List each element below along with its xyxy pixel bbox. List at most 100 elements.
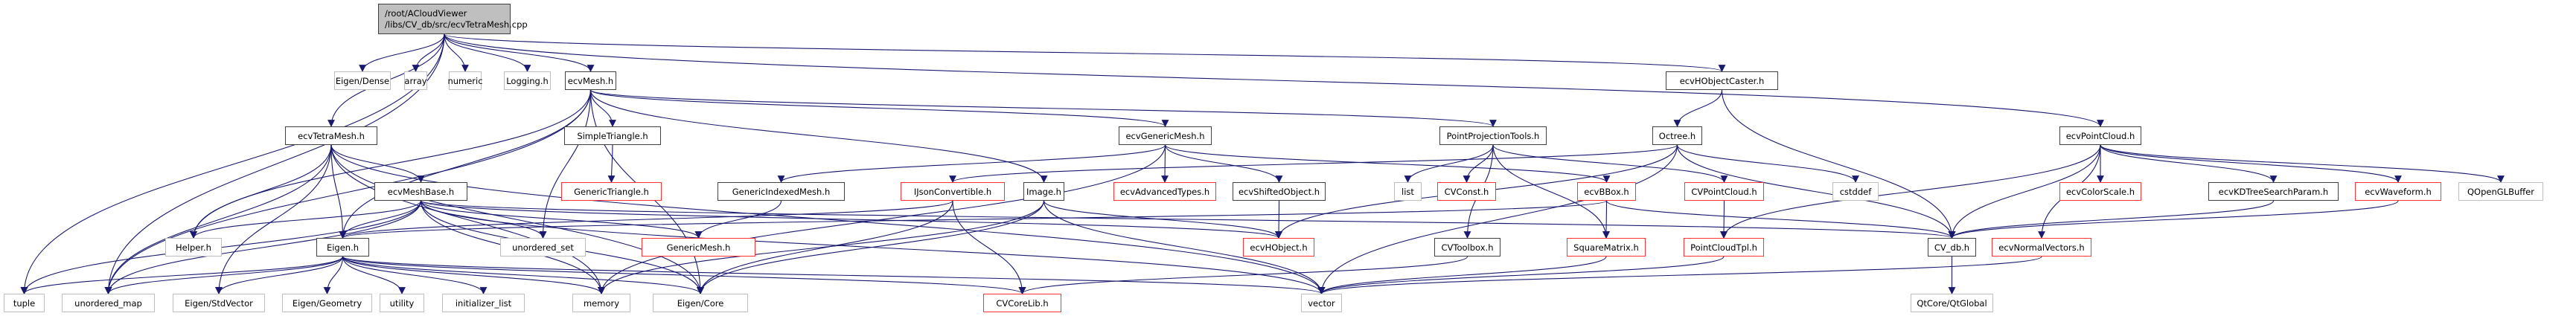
- node-tetramesh[interactable]: ecvTetraMesh.h: [285, 126, 377, 145]
- node-memory: memory: [572, 294, 630, 312]
- node-genericmesh-ecv[interactable]: ecvGenericMesh.h: [1119, 126, 1212, 145]
- node-normalvectors[interactable]: ecvNormalVectors.h: [1992, 238, 2091, 257]
- node-qtglobal: QtCore/QtGlobal: [1911, 294, 1993, 312]
- node-hobject[interactable]: ecvHObject.h: [1243, 238, 1314, 257]
- node-eigen-stdvector: Eigen/StdVector: [173, 294, 265, 312]
- edge-ecvmesh-to-pointprojection: [589, 89, 1497, 127]
- edge-eigen-h-to-unordered-map: [104, 256, 344, 294]
- edge-tetramesh-to-eigen-stdvector: [215, 144, 332, 294]
- node-kdtree[interactable]: ecvKDTreeSearchParam.h: [2208, 182, 2339, 201]
- edge-bbox-to-eigen-h: [339, 200, 1608, 239]
- edge-tetramesh-to-vector: [330, 144, 1326, 294]
- edge-octree-to-cstddef: [1676, 144, 1859, 183]
- edge-genericindexedmesh-to-genericmesh: [694, 200, 782, 239]
- edge-ecvmesh-to-unordered-map: [104, 89, 592, 294]
- node-simpletriangle[interactable]: SimpleTriangle.h: [564, 126, 661, 145]
- edge-ijson-to-eigen-core: [697, 200, 953, 294]
- node-list: list: [1394, 182, 1422, 201]
- edge-pointcloud-to-kdtree: [2100, 144, 2278, 183]
- edge-squarematrix-to-vector: [1317, 256, 1607, 294]
- root-path-line-1: /root/ACloudViewer: [385, 7, 467, 19]
- root-file-node: /root/ACloudViewer /libs/CV_db/src/ecvTe…: [378, 4, 528, 34]
- node-eigen-dense: Eigen/Dense: [334, 71, 391, 90]
- edge-tetramesh-to-eigen-core: [330, 144, 704, 294]
- node-bbox[interactable]: ecvBBox.h: [1577, 182, 1636, 201]
- edge-image-to-vector: [1043, 200, 1326, 294]
- edge-pointprojection-to-list: [1404, 144, 1494, 183]
- edge-eigen-h-to-eigen-stdvector: [215, 256, 344, 294]
- node-ijson[interactable]: IJsonConvertible.h: [901, 182, 1005, 201]
- edge-eigen-h-to-eigen-core: [342, 256, 704, 294]
- node-octree[interactable]: Octree.h: [1652, 126, 1702, 145]
- edge-root-to-numeric: [444, 33, 469, 72]
- edge-meshbase-to-hobject: [420, 200, 1282, 239]
- node-vector: vector: [1301, 294, 1342, 312]
- node-generictriangle[interactable]: GenericTriangle.h: [561, 182, 662, 201]
- node-numeric: numeric: [447, 71, 483, 90]
- node-genericindexedmesh[interactable]: GenericIndexedMesh.h: [717, 182, 845, 201]
- edge-eigen-h-to-memory: [342, 256, 605, 294]
- edge-image-to-memory: [598, 200, 1045, 294]
- node-pointcloudtpl[interactable]: PointCloudTpl.h: [1684, 238, 1764, 257]
- node-cvpointcloud[interactable]: CVPointCloud.h: [1684, 182, 1764, 201]
- edge-bbox-to-squarematrix: [1602, 200, 1610, 239]
- node-pointcloud[interactable]: ecvPointCloud.h: [2059, 126, 2141, 145]
- node-eigen-h[interactable]: Eigen.h: [316, 238, 369, 257]
- edge-octree-to-vector: [1317, 144, 1678, 294]
- node-shiftedobject[interactable]: ecvShiftedObject.h: [1233, 182, 1326, 201]
- edge-eigen-h-to-vector: [342, 256, 1325, 294]
- edge-meshbase-to-genericmesh: [420, 200, 703, 239]
- edge-pointcloud-to-waveform: [2100, 144, 2402, 183]
- edge-root-to-pointcloud: [444, 33, 2104, 127]
- edge-meshbase-to-helper: [190, 200, 422, 239]
- edge-octree-to-ijson: [949, 144, 1678, 183]
- edge-pointcloud-to-pointcloudtpl: [1720, 144, 2101, 239]
- edge-ecvmesh-to-helper: [190, 89, 592, 239]
- edge-tetramesh-to-unordered-map: [104, 144, 332, 294]
- node-initializer-list: initializer_list: [442, 294, 525, 312]
- edge-eigen-h-to-tuple: [20, 256, 344, 294]
- edge-kdtree-to-cvdb: [1948, 200, 2275, 239]
- edge-image-to-eigen-core: [697, 200, 1045, 294]
- edge-bbox-to-cvdb: [1605, 200, 1956, 239]
- edge-waveform-to-cvdb: [1948, 200, 2399, 239]
- edge-root-to-logging: [444, 33, 531, 72]
- node-squarematrix[interactable]: SquareMatrix.h: [1567, 238, 1646, 257]
- edge-eigen-h-to-initializer-list: [342, 256, 488, 294]
- node-cvdb[interactable]: CV_db.h: [1928, 238, 1976, 257]
- node-ecvmesh[interactable]: ecvMesh.h: [565, 71, 616, 90]
- node-logging: Logging.h: [504, 71, 551, 90]
- edge-hobjectcaster-to-cvdb: [1721, 89, 1956, 239]
- edge-genericmesh-ecv-to-shiftedobject: [1164, 144, 1283, 183]
- node-cvtoolbox[interactable]: CVToolbox.h: [1434, 238, 1500, 257]
- node-pointprojection[interactable]: PointProjectionTools.h: [1439, 126, 1547, 145]
- edge-pointcloud-to-qopenglbuffer: [2100, 144, 2505, 183]
- node-advancedtypes[interactable]: ecvAdvancedTypes.h: [1113, 182, 1216, 201]
- edge-tetramesh-to-helper: [190, 144, 332, 239]
- node-waveform[interactable]: ecvWaveform.h: [2355, 182, 2441, 201]
- edge-ijson-to-cvcorelib: [952, 200, 1026, 294]
- edge-genericmesh-ecv-to-genericindexedmesh: [777, 144, 1166, 183]
- edge-eigen-h-to-eigen-geometry: [323, 256, 344, 294]
- node-cvcorelib[interactable]: CVCoreLib.h: [983, 294, 1061, 312]
- node-image[interactable]: Image.h: [1023, 182, 1064, 201]
- edge-pointprojection-to-cvpointcloud: [1492, 144, 1728, 183]
- edge-octree-to-cvdb: [1676, 144, 1956, 239]
- node-hobjectcaster[interactable]: ecvHObjectCaster.h: [1666, 71, 1778, 90]
- edge-root-to-ecvmesh: [444, 33, 595, 72]
- edge-cvpointcloud-to-pointcloudtpl: [1720, 200, 1728, 239]
- edge-root-to-eigen-dense: [359, 33, 445, 72]
- node-unordered-map: unordered_map: [62, 294, 155, 312]
- node-colorscale[interactable]: ecvColorScale.h: [2059, 182, 2141, 201]
- node-meshbase[interactable]: ecvMeshBase.h: [374, 182, 467, 201]
- node-genericmesh[interactable]: GenericMesh.h: [642, 238, 755, 257]
- edge-meshbase-to-unordered-map: [104, 200, 422, 294]
- edge-hobjectcaster-to-octree: [1673, 89, 1723, 127]
- edge-pointprojection-to-squarematrix: [1492, 144, 1610, 239]
- edge-ecvmesh-to-unordered-set: [539, 89, 592, 239]
- node-helper: Helper.h: [165, 238, 222, 257]
- edge-genericmesh-ecv-to-memory: [598, 144, 1166, 294]
- node-cvconst[interactable]: CVConst.h: [1437, 182, 1496, 201]
- node-unordered-set: unordered_set: [500, 238, 586, 257]
